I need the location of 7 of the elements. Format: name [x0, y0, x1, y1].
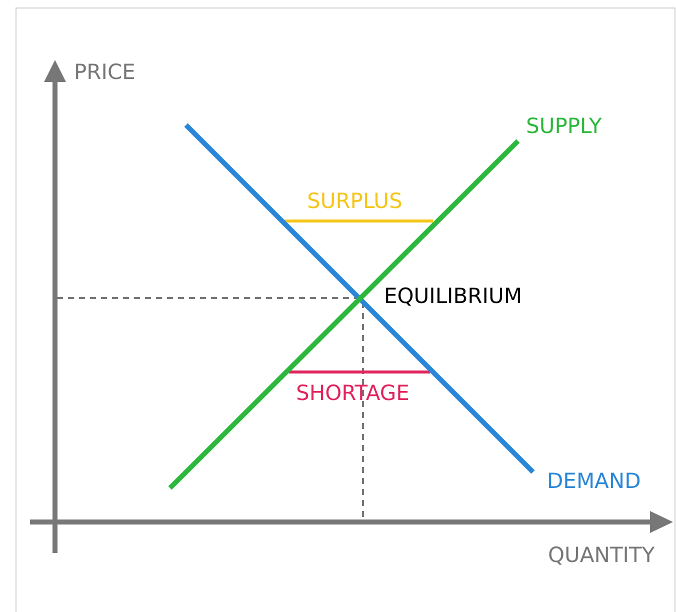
- region-label: SURPLUS: [307, 189, 402, 213]
- curve-label: SUPPLY: [526, 114, 602, 138]
- axis-label: QUANTITY: [548, 543, 655, 567]
- region-label: SHORTAGE: [296, 381, 410, 405]
- point-label: EQUILIBRIUM: [384, 284, 522, 308]
- axis-label: PRICE: [74, 60, 136, 84]
- curve-label: DEMAND: [547, 469, 641, 493]
